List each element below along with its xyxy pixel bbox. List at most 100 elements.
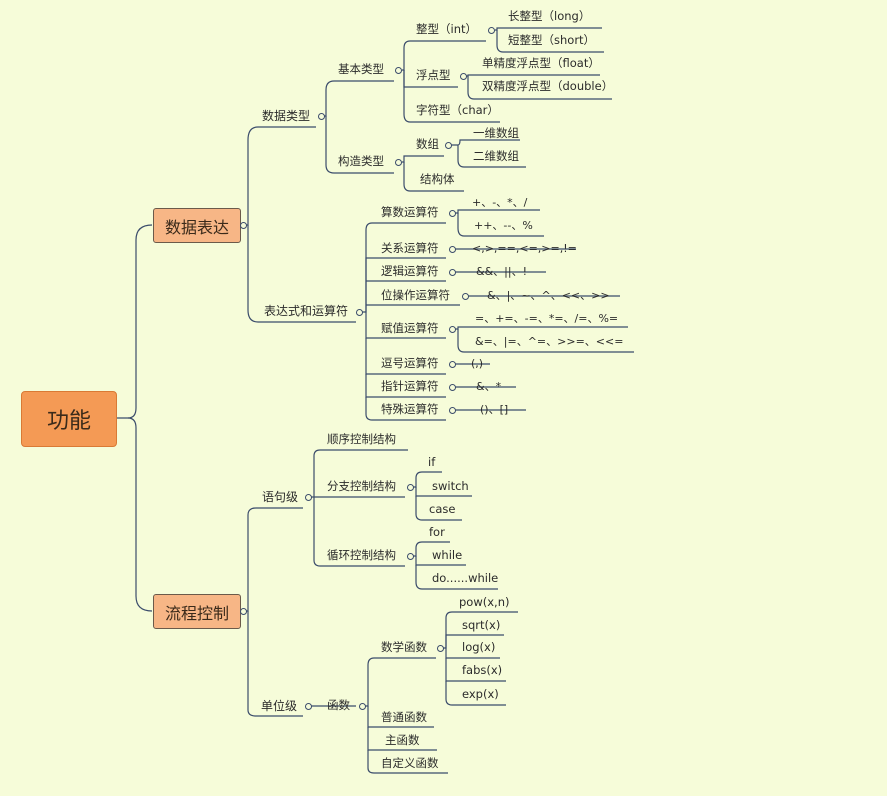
collapse-toggle-icon[interactable] — [305, 703, 312, 710]
node-main-func[interactable]: 主函数 — [385, 733, 420, 747]
node-logical-v[interactable]: &&、||、! — [476, 265, 527, 278]
connector-line — [362, 222, 446, 313]
connector-line — [403, 70, 500, 123]
node-comma-v[interactable]: (,) — [471, 357, 484, 370]
node-arith-v2[interactable]: ++、--、% — [474, 219, 533, 232]
collapse-toggle-icon[interactable] — [488, 27, 495, 34]
connector-line — [495, 27, 602, 31]
node-basic-types[interactable]: 基本类型 — [338, 62, 384, 76]
node-case[interactable]: case — [429, 502, 456, 516]
node-constructed-types[interactable]: 构造类型 — [338, 154, 384, 168]
connector-line — [413, 471, 442, 488]
node-array[interactable]: 数组 — [416, 137, 439, 151]
node-arith-v1[interactable]: +、-、*、/ — [472, 196, 528, 209]
node-operators[interactable]: 表达式和运算符 — [264, 304, 349, 318]
collapse-toggle-icon[interactable] — [356, 309, 363, 316]
collapse-toggle-icon[interactable] — [449, 210, 456, 217]
root-node[interactable]: 功能 — [21, 391, 117, 447]
node-log[interactable]: log(x) — [462, 640, 496, 654]
connector-line — [415, 565, 498, 590]
collapse-toggle-icon[interactable] — [395, 67, 402, 74]
node-function[interactable]: 函数 — [327, 698, 350, 712]
node-do-while[interactable]: do......while — [432, 571, 499, 585]
node-custom-func[interactable]: 自定义函数 — [381, 756, 439, 770]
node-long[interactable]: 长整型（long） — [508, 9, 591, 23]
node-branch[interactable]: 分支控制结构 — [327, 479, 396, 493]
node-data-types[interactable]: 数据类型 — [262, 109, 311, 123]
node-struct[interactable]: 结构体 — [420, 172, 455, 186]
connector-line — [451, 139, 520, 146]
node-pointer-ops[interactable]: 指针运算符 — [381, 379, 439, 393]
node-for[interactable]: for — [429, 525, 445, 539]
collapse-toggle-icon[interactable] — [437, 645, 444, 652]
node-unit-level[interactable]: 单位级 — [261, 699, 298, 713]
node-math-func[interactable]: 数学函数 — [381, 640, 427, 654]
connector-line — [402, 155, 444, 163]
node-bitwise-v[interactable]: &、|、~、^、<<、>> — [487, 289, 610, 302]
node-data-expression[interactable]: 数据表达 — [153, 208, 241, 243]
connector-line — [413, 541, 450, 557]
collapse-toggle-icon[interactable] — [462, 293, 469, 300]
collapse-toggle-icon[interactable] — [305, 494, 312, 501]
connector-line — [247, 611, 303, 717]
node-logical-ops[interactable]: 逻辑运算符 — [381, 264, 439, 278]
node-double-float[interactable]: 双精度浮点型（double） — [482, 79, 614, 93]
connector-line — [367, 750, 448, 774]
collapse-toggle-icon[interactable] — [449, 246, 456, 253]
collapse-toggle-icon[interactable] — [240, 608, 247, 615]
collapse-toggle-icon[interactable] — [449, 361, 456, 368]
node-sequence[interactable]: 顺序控制结构 — [327, 432, 396, 446]
collapse-toggle-icon[interactable] — [318, 113, 325, 120]
connector-line — [365, 257, 446, 312]
node-assign-ops[interactable]: 赋值运算符 — [381, 321, 439, 335]
connector-line — [457, 329, 634, 353]
node-loop[interactable]: 循环控制结构 — [327, 548, 396, 562]
node-assign-v2[interactable]: &=、|=、^=、>>=、<<= — [475, 335, 624, 348]
node-pow[interactable]: pow(x,n) — [459, 595, 510, 609]
connector-line — [127, 417, 153, 612]
node-bitwise-ops[interactable]: 位操作运算符 — [381, 288, 450, 302]
collapse-toggle-icon[interactable] — [449, 269, 456, 276]
collapse-toggle-icon[interactable] — [449, 384, 456, 391]
collapse-toggle-icon[interactable] — [445, 142, 452, 149]
node-switch[interactable]: switch — [432, 479, 469, 493]
node-statement-level[interactable]: 语句级 — [262, 490, 299, 504]
node-special-v[interactable]: ()、[] — [480, 403, 509, 416]
collapse-toggle-icon[interactable] — [395, 159, 402, 166]
connector-line — [240, 507, 303, 612]
node-if[interactable]: if — [428, 455, 436, 469]
node-1d-array[interactable]: 一维数组 — [473, 126, 519, 140]
node-flow-control[interactable]: 流程控制 — [153, 594, 241, 629]
node-single-float[interactable]: 单精度浮点型（float） — [482, 56, 600, 70]
node-short[interactable]: 短整型（short） — [508, 33, 596, 47]
connector-line — [365, 657, 436, 707]
node-normal-func[interactable]: 普通函数 — [381, 710, 427, 724]
node-exp[interactable]: exp(x) — [462, 687, 499, 701]
collapse-toggle-icon[interactable] — [460, 73, 467, 80]
node-sqrt[interactable]: sqrt(x) — [462, 618, 501, 632]
node-relational-v[interactable]: <,>,==,<=,>=,!= — [472, 242, 577, 255]
connector-line — [240, 126, 316, 226]
node-char[interactable]: 字符型（char） — [416, 103, 499, 117]
collapse-toggle-icon[interactable] — [407, 484, 414, 491]
node-int[interactable]: 整型（int） — [416, 22, 477, 36]
node-special-ops[interactable]: 特殊运算符 — [381, 402, 439, 416]
collapse-toggle-icon[interactable] — [449, 407, 456, 414]
node-fabs[interactable]: fabs(x) — [462, 663, 503, 677]
node-assign-v1[interactable]: =、+=、-=、*=、/=、%= — [475, 312, 619, 325]
collapse-toggle-icon[interactable] — [240, 222, 247, 229]
node-float[interactable]: 浮点型 — [416, 68, 451, 82]
node-arith-ops[interactable]: 算数运算符 — [381, 205, 439, 219]
collapse-toggle-icon[interactable] — [359, 703, 366, 710]
connector-line — [311, 449, 408, 498]
node-2d-array[interactable]: 二维数组 — [473, 149, 519, 163]
collapse-toggle-icon[interactable] — [407, 553, 414, 560]
node-comma-ops[interactable]: 逗号运算符 — [381, 356, 439, 370]
collapse-toggle-icon[interactable] — [449, 326, 456, 333]
node-pointer-v[interactable]: &、* — [476, 380, 502, 393]
connector-line — [443, 611, 518, 649]
node-relational-ops[interactable]: 关系运算符 — [381, 241, 439, 255]
node-while[interactable]: while — [432, 548, 463, 562]
